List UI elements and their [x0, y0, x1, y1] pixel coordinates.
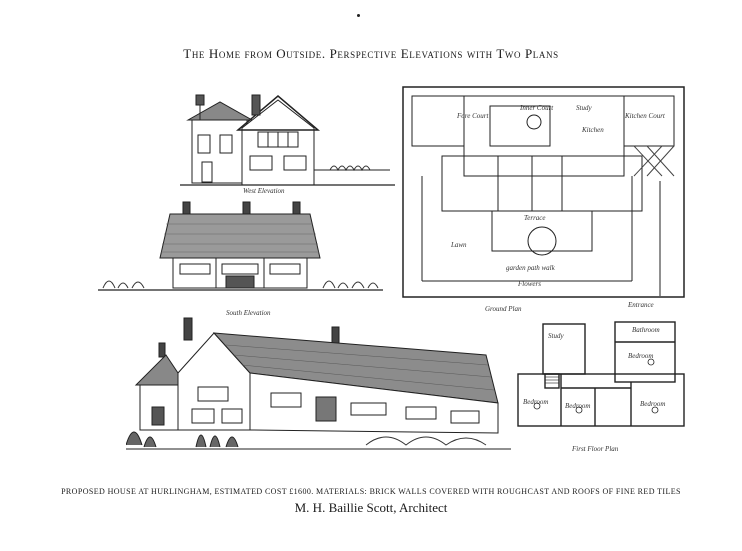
bedroom-2-label: Bedroom [565, 402, 591, 410]
bedroom-3-label: Bedroom [640, 400, 666, 408]
west-elevation-drawing [180, 94, 395, 186]
first-floor-plan-label: First Floor Plan [572, 445, 619, 453]
south-elevation-label: South Elevation [226, 309, 271, 317]
inner-court-label: Inner Court [520, 104, 554, 112]
lawn-label: Lawn [451, 241, 467, 249]
first-floor-plan-drawing [517, 321, 685, 427]
kitchen-label: Kitchen [582, 126, 604, 134]
architect-credit: M. H. Baillie Scott, Architect [294, 500, 448, 515]
terrace-label: Terrace [524, 214, 546, 222]
flowers-label: Flowers [518, 280, 541, 288]
plate-caption: Proposed house at Hurlingham, estimated … [61, 487, 681, 496]
bedroom-1-label: Bedroom [523, 398, 549, 406]
page-title: The Home from Outside. Perspective Eleva… [183, 46, 559, 61]
page-mark [357, 14, 360, 17]
kitchen-court-label: Kitchen Court [625, 112, 665, 120]
ground-plan-label: Ground Plan [485, 305, 522, 313]
south-elevation-drawing [98, 201, 383, 291]
forecourt-label: Fore Court [457, 112, 489, 120]
entrance-label: Entrance [628, 301, 654, 309]
garden-path-label: garden path walk [506, 264, 555, 272]
bedroom-top-label: Bedroom [628, 352, 654, 360]
ff-study-label: Study [548, 332, 564, 340]
west-elevation-label: West Elevation [243, 187, 285, 195]
perspective-drawing [126, 317, 511, 450]
ground-plan-drawing [402, 86, 685, 298]
bathroom-label: Bathroom [632, 326, 660, 334]
gp-study-label: Study [576, 104, 592, 112]
